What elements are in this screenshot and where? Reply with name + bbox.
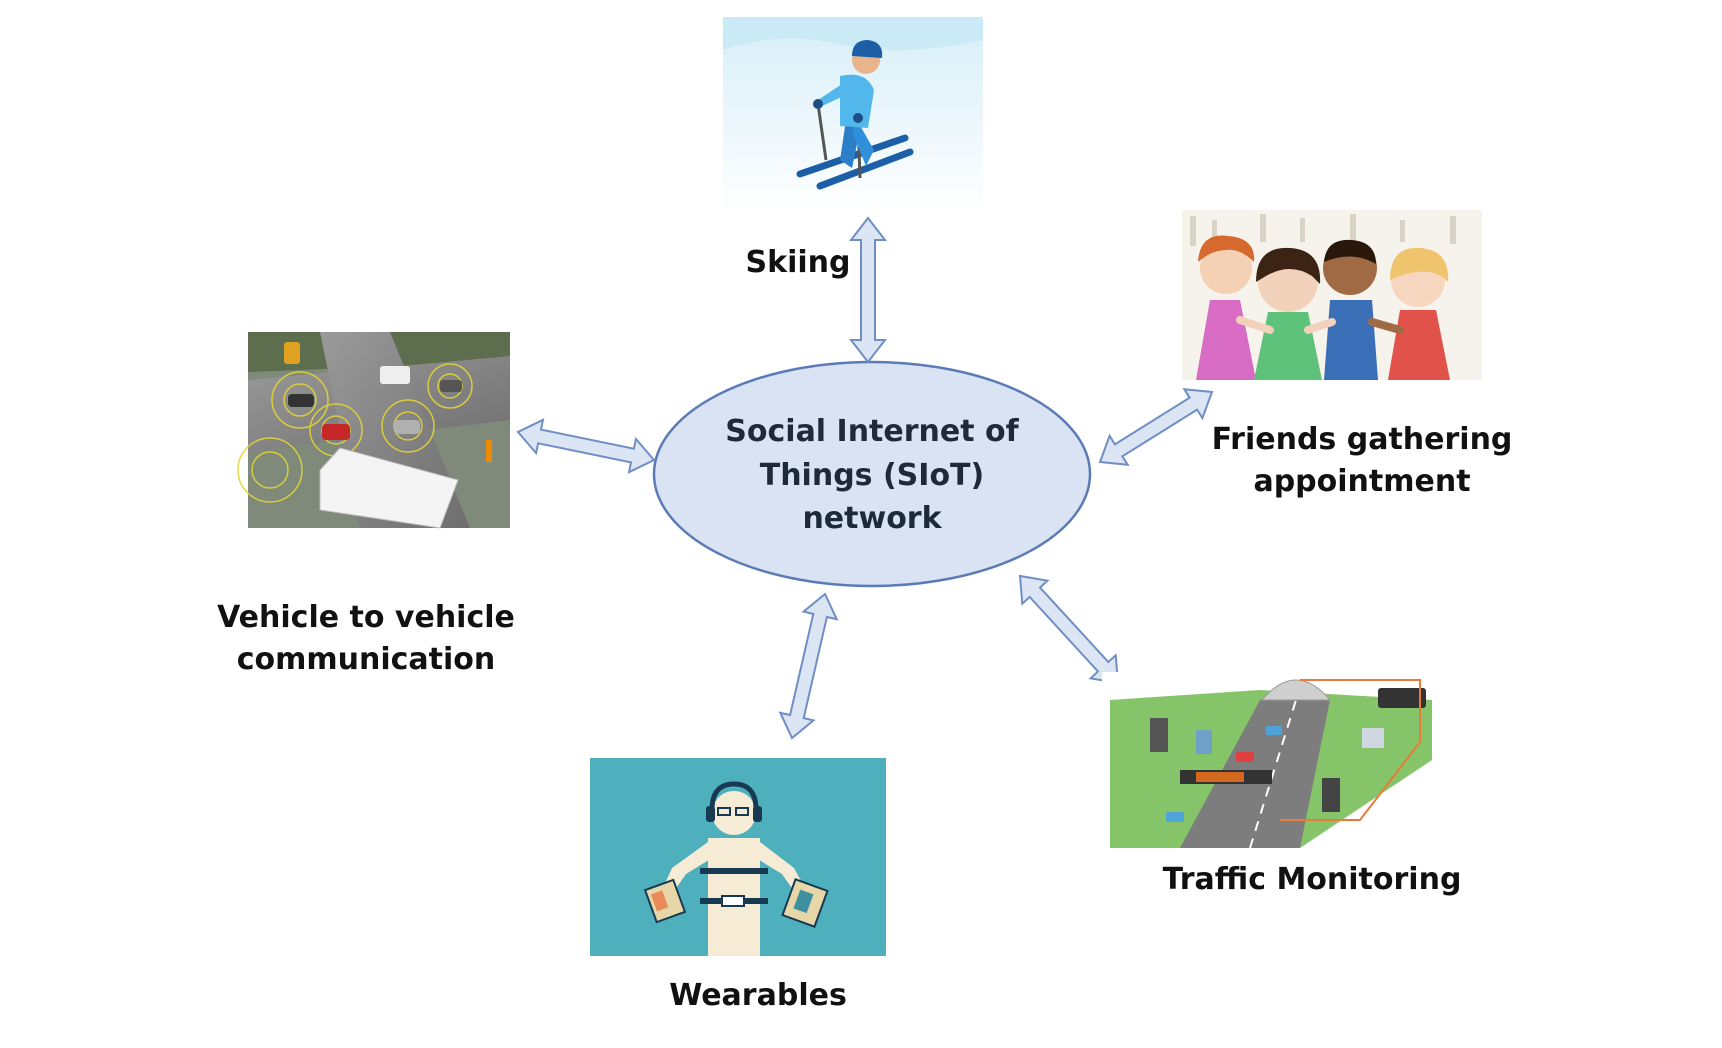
children-group-illustration <box>1182 210 1482 380</box>
wearable-person-illustration <box>590 758 886 956</box>
label-vehicle-line-1: Vehicle to vehicle <box>217 600 515 635</box>
label-skiing: Skiing <box>746 245 851 280</box>
label-friends-line-1: Friends gathering <box>1212 422 1513 457</box>
intersection-photo <box>237 332 510 529</box>
label-vehicle-line-2: communication <box>237 642 496 677</box>
arrow-friends <box>1098 388 1214 466</box>
arrow-wearables <box>778 592 839 740</box>
arrow-skiing <box>848 216 888 364</box>
hub-ellipse <box>652 360 1092 588</box>
traffic-system-illustration <box>1102 672 1432 849</box>
skier-illustration <box>723 17 983 213</box>
label-traffic: Traffic Monitoring <box>1163 862 1462 897</box>
arrow-vehicle <box>516 418 656 474</box>
hub-line-2: Things (SIoT) <box>760 458 985 493</box>
arrows <box>516 216 1214 740</box>
arrow-traffic <box>1018 574 1120 685</box>
label-wearables: Wearables <box>669 978 847 1013</box>
siot-hub: Social Internet of Things (SIoT) network <box>652 360 1092 588</box>
hub-line-1: Social Internet of <box>725 414 1019 449</box>
label-friends-line-2: appointment <box>1253 464 1470 499</box>
hub-line-3: network <box>802 501 942 536</box>
